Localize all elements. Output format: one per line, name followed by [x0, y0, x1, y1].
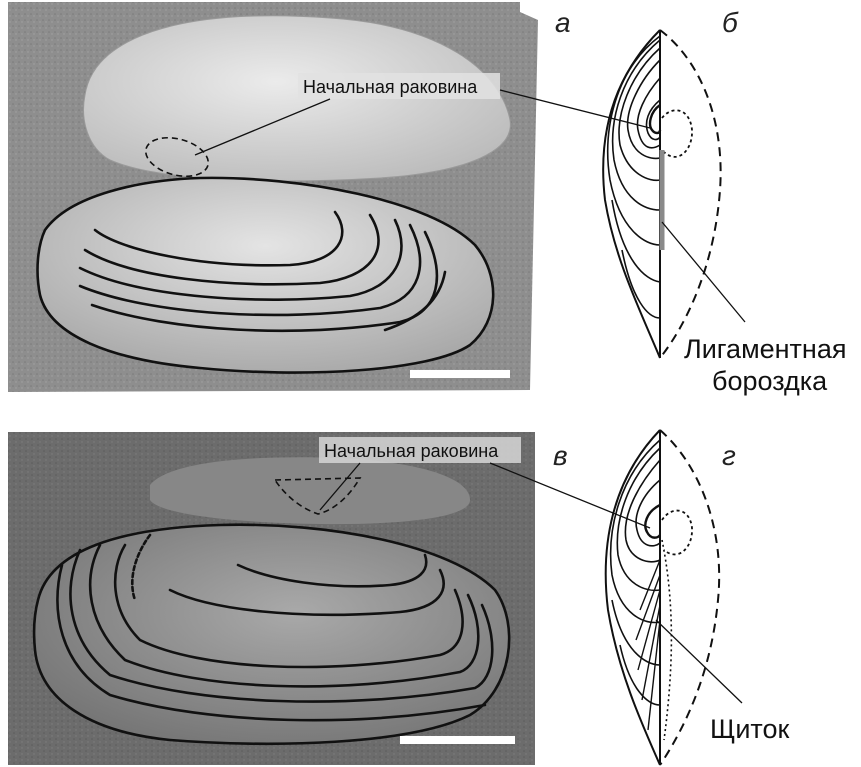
panel-letter-a: а: [555, 7, 571, 38]
shield-label: Щиток: [710, 714, 789, 744]
ligament-groove-label-line2: бороздка: [712, 366, 828, 396]
scale-bar-top: [410, 370, 510, 378]
initial-shell-label-top: Начальная раковина: [303, 77, 478, 97]
schematic-g-initial-right: [662, 511, 692, 555]
scale-bar-bottom: [400, 736, 515, 744]
schematic-g: [606, 430, 719, 765]
panel-letter-v: в: [553, 440, 568, 471]
schematic-b-initial-right: [662, 110, 692, 157]
schematic-b-right-valve: [660, 30, 721, 358]
ligament-groove-label-line1: Лигаментная: [684, 334, 846, 364]
photo-bottom: Начальная раковина: [8, 432, 535, 765]
panel-letter-b: б: [722, 7, 739, 38]
schematic-b: [603, 30, 720, 358]
leader-ligament: [662, 222, 745, 322]
photo-top: Начальная раковина: [8, 2, 538, 392]
schematic-g-shield-boundary: [662, 540, 671, 740]
initial-shell-label-bottom: Начальная раковина: [324, 441, 499, 461]
schematic-b-valve-outline: [603, 30, 660, 358]
panel-letter-g: г: [722, 440, 736, 471]
